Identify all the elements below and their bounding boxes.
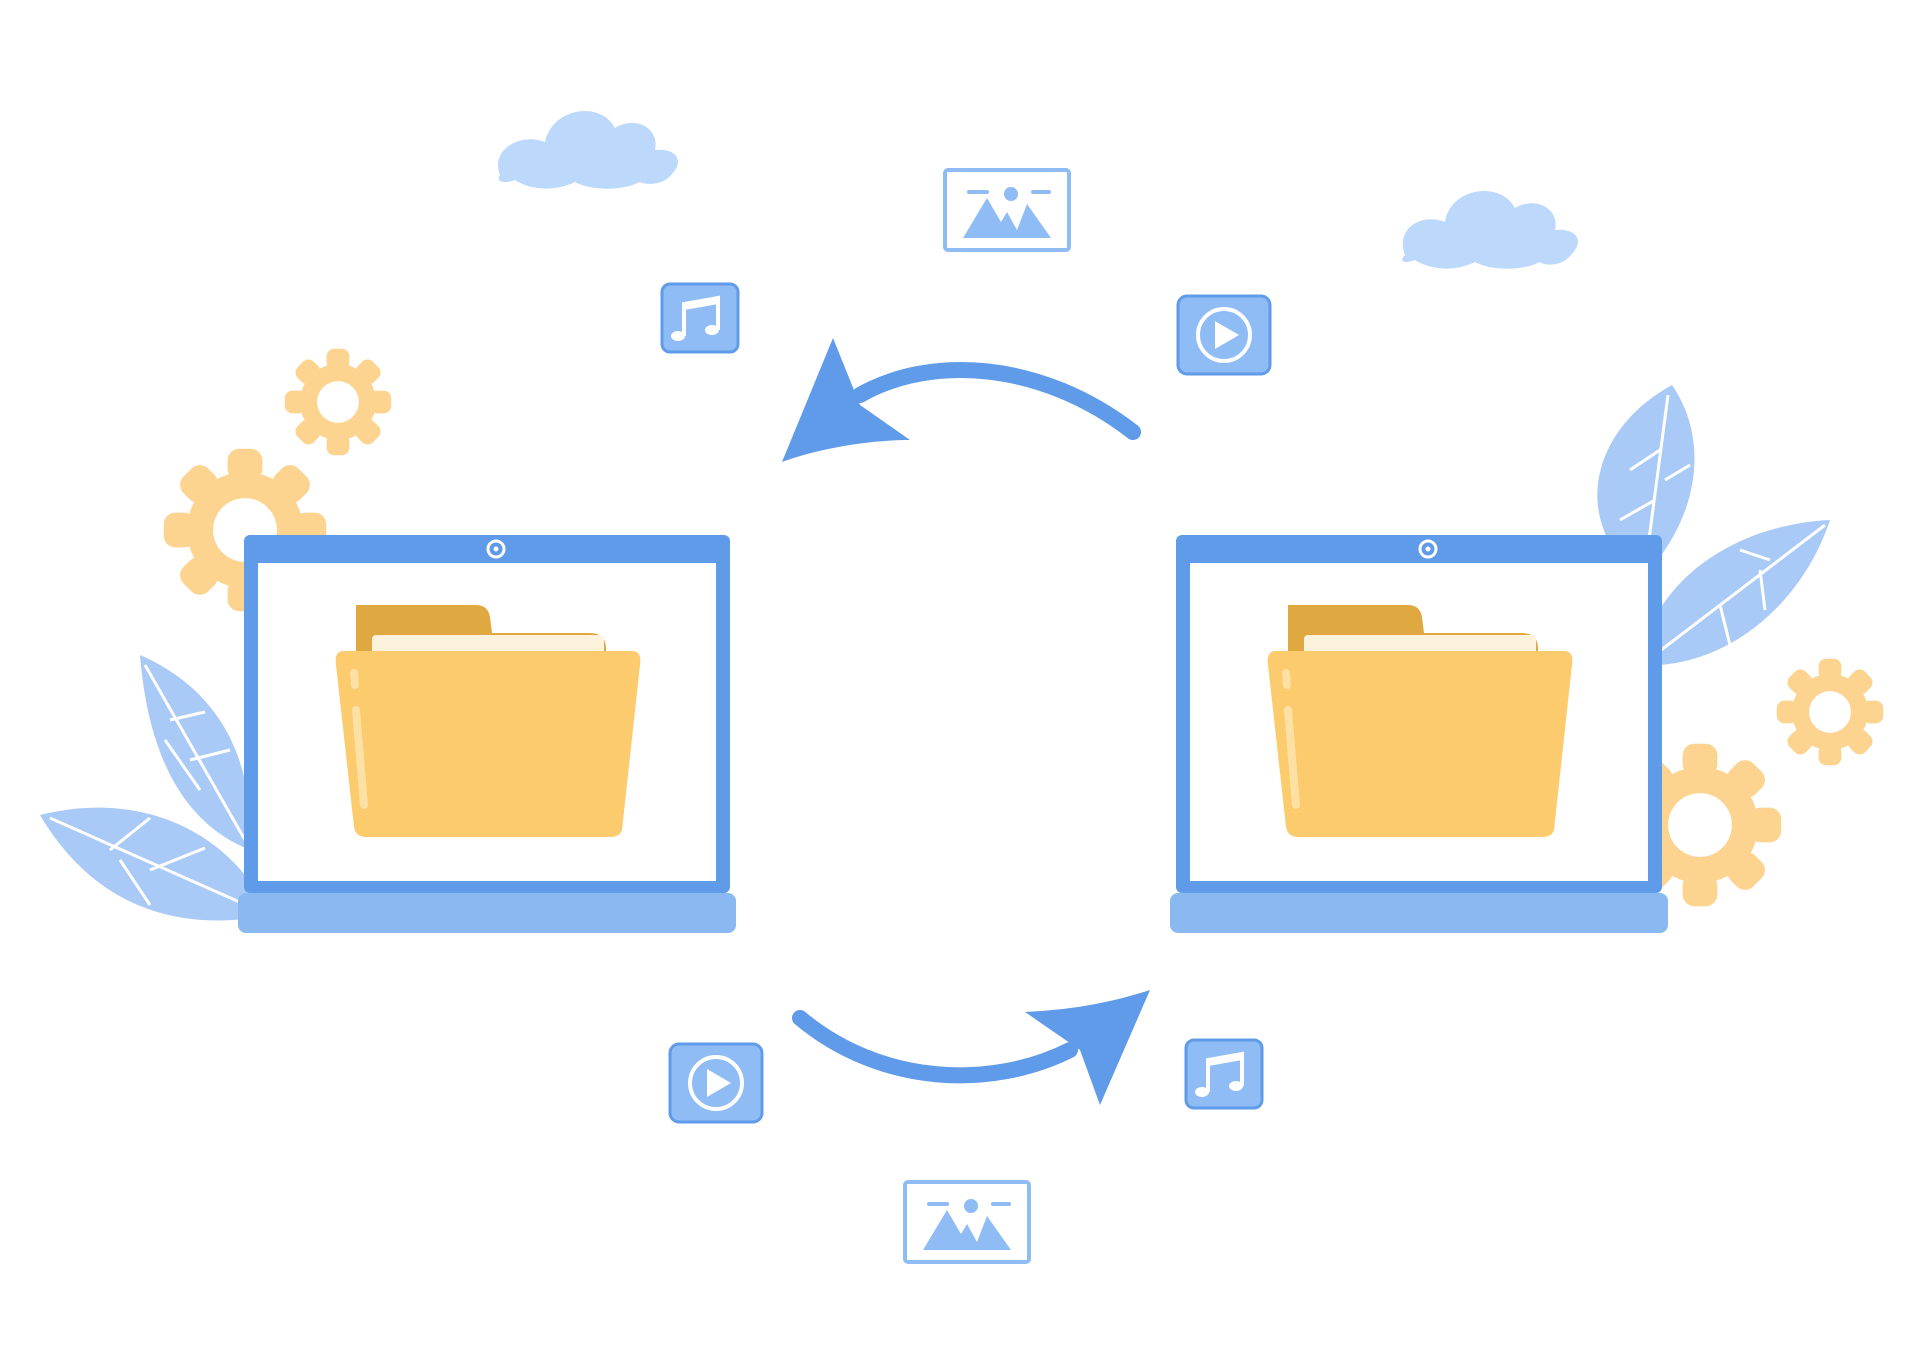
- arrow-right-curved: [792, 990, 1150, 1105]
- play-icon: [668, 1042, 764, 1124]
- gear-icon: [1776, 658, 1884, 766]
- folder-icon: [335, 605, 641, 837]
- leaf-icon: [140, 655, 251, 850]
- folder-icon: [1267, 605, 1573, 837]
- leaf-icon: [40, 807, 270, 921]
- cloud-icon: [498, 111, 678, 189]
- webcam-icon: [486, 539, 506, 559]
- music-icon: [1184, 1038, 1264, 1110]
- laptop-right: [1170, 535, 1668, 933]
- image-icon: [903, 1180, 1031, 1264]
- laptop-base: [1170, 893, 1668, 933]
- music-icon: [660, 282, 740, 354]
- image-icon: [943, 168, 1071, 252]
- laptop-base: [238, 893, 736, 933]
- gear-icon: [284, 348, 392, 456]
- laptop-left: [238, 535, 736, 933]
- cloud-icon: [1402, 191, 1578, 269]
- leaf-icon: [1640, 520, 1830, 666]
- arrow-left-curved: [782, 338, 1141, 462]
- webcam-icon: [1418, 539, 1438, 559]
- leaf-icon: [1597, 385, 1695, 580]
- gear-icon: [1618, 743, 1782, 907]
- play-icon: [1176, 294, 1272, 376]
